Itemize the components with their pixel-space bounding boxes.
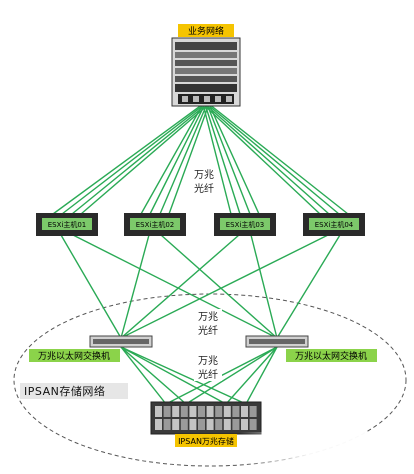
- host-to-right-switch-line-3: [250, 234, 278, 339]
- drive-bay: [249, 419, 257, 430]
- esxi-host-02-label: ESXi主机02: [136, 220, 175, 229]
- uplink-line-1-3: [71, 103, 208, 215]
- san-zone-label-bg: [20, 383, 128, 399]
- uplink-line-4-4: [208, 103, 349, 215]
- upper-link-label-line1: 万兆: [194, 169, 214, 181]
- uplink-line-3-2: [204, 103, 241, 215]
- middle-link-label-line2: 光纤: [198, 324, 218, 337]
- host-to-right-switch-line-1: [72, 234, 278, 339]
- drive-bay: [206, 406, 214, 417]
- core-switch-label-bg: [178, 24, 234, 37]
- esxi-host-01-label: ESXi主机01: [48, 220, 87, 229]
- esxi-host-01: ESXi主机01: [36, 213, 98, 236]
- storage-label-bg: [175, 434, 237, 447]
- esxi-host-02: ESXi主机02: [124, 213, 186, 236]
- san-switch-left: [89, 335, 153, 348]
- uplink-line-1-2: [61, 103, 206, 215]
- host-to-left-switch-line-3: [120, 234, 240, 339]
- drive-bay: [215, 419, 223, 430]
- drive-bay: [163, 419, 171, 430]
- drive-bay: [155, 419, 162, 430]
- drive-bay: [189, 419, 197, 430]
- san-switch-right: [245, 335, 309, 348]
- esxi-host-03-label: ESXi主机03: [226, 220, 265, 229]
- uplink-line-4-3: [206, 103, 340, 215]
- upper-link-label-line2: 光纤: [194, 182, 214, 195]
- lower-link-label-line2: 光纤: [198, 368, 218, 381]
- left-switch-to-storage-line-4: [120, 346, 247, 405]
- esxi-host-03: ESXi主机03: [214, 213, 276, 236]
- right-switch-to-storage-line-3: [225, 346, 278, 405]
- uplink-line-3-3: [206, 103, 251, 215]
- san-switch-right-label-bg: [286, 349, 377, 362]
- uplink-line-1-4: [80, 103, 210, 215]
- drive-bay: [189, 406, 197, 417]
- drive-bay: [155, 406, 162, 417]
- right-switch-to-storage-line-4: [245, 346, 278, 405]
- storage-label: IPSAN万兆存储: [178, 436, 234, 446]
- host-to-left-switch-line-1: [60, 234, 122, 339]
- drive-bay: [163, 406, 171, 417]
- middle-link-label-line1: 万兆: [198, 311, 218, 323]
- corner-fade: [240, 432, 414, 474]
- uplink-line-2-1: [140, 103, 204, 215]
- uplink-line-4-2: [204, 103, 330, 215]
- drive-bay: [206, 419, 214, 430]
- drive-bay: [232, 419, 240, 430]
- uplink-line-1-1: [52, 103, 204, 215]
- uplink-line-2-4: [168, 103, 210, 215]
- esxi-host-04-label: ESXi主机04: [315, 220, 354, 229]
- drive-bay: [215, 406, 223, 417]
- left-switch-to-storage-line-2: [120, 346, 187, 405]
- core-switch: [171, 37, 241, 107]
- san-switch-right-label: 万兆以太网交换机: [295, 350, 367, 362]
- drive-bay: [172, 419, 180, 430]
- drive-bay: [241, 406, 248, 417]
- uplink-line-4-1: [202, 103, 321, 215]
- drive-bay: [198, 406, 205, 417]
- drive-bay: [249, 406, 257, 417]
- uplink-line-2-2: [149, 103, 206, 215]
- left-switch-to-storage-line-3: [120, 346, 227, 405]
- drive-bay: [241, 419, 248, 430]
- link-group: [52, 103, 349, 405]
- san-switch-left-label-bg: [29, 349, 120, 362]
- san-zone-label: IPSAN存储网络: [24, 384, 105, 398]
- drive-bay: [172, 406, 180, 417]
- drive-bay: [180, 406, 188, 417]
- uplink-line-2-3: [159, 103, 208, 215]
- drive-bay: [180, 419, 188, 430]
- core-switch-label: 业务网络: [188, 25, 224, 37]
- uplink-line-3-4: [208, 103, 260, 215]
- right-switch-to-storage-line-2: [185, 346, 278, 405]
- drive-bay: [223, 419, 231, 430]
- host-to-right-switch-line-2: [160, 234, 278, 339]
- storage-array: [150, 401, 262, 435]
- drive-bay: [232, 406, 240, 417]
- uplink-line-3-1: [202, 103, 232, 215]
- host-to-right-switch-line-4: [276, 234, 341, 339]
- drive-bay: [223, 406, 231, 417]
- host-to-left-switch-line-4: [120, 234, 329, 339]
- drive-bay: [198, 419, 205, 430]
- host-to-left-switch-line-2: [120, 234, 150, 339]
- esxi-host-04: ESXi主机04: [303, 213, 365, 236]
- left-switch-to-storage-line-1: [120, 346, 167, 405]
- san-switch-left-label: 万兆以太网交换机: [38, 350, 110, 362]
- lower-link-label-line1: 万兆: [198, 355, 218, 367]
